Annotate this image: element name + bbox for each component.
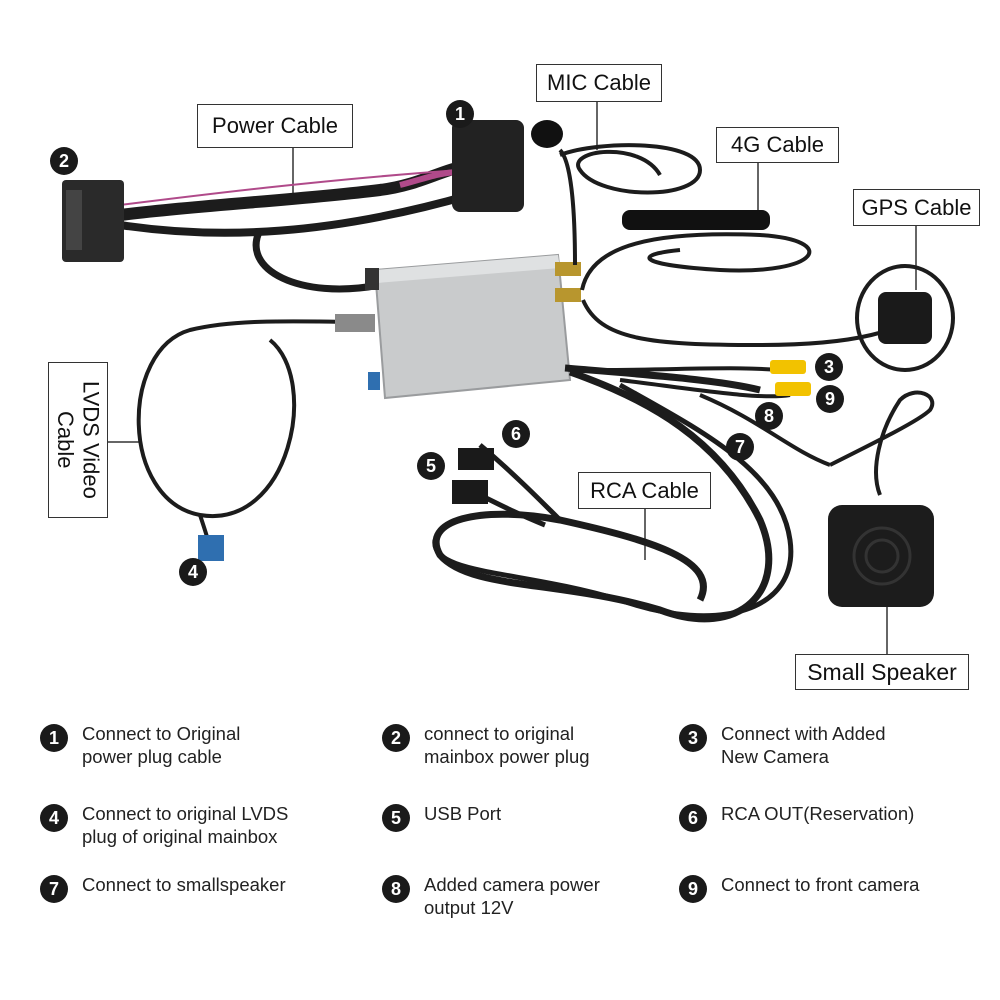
legend-text-3: Connect with Added New Camera <box>721 723 886 767</box>
lvds-cable-drawing <box>136 314 375 561</box>
legend: 1 Connect to Original power plug cable 2… <box>0 700 1000 1000</box>
label-small-speaker: Small Speaker <box>795 654 969 690</box>
legend-text-6: RCA OUT(Reservation) <box>721 803 915 824</box>
marker-5: 5 <box>417 452 445 480</box>
marker-8: 8 <box>755 402 783 430</box>
marker-7: 7 <box>726 433 754 461</box>
legend-item-4: 4 Connect to original LVDS plug of origi… <box>40 802 340 848</box>
marker-9: 9 <box>816 385 844 413</box>
legend-item-5: 5 USB Port <box>382 802 652 832</box>
legend-text-1: Connect to Original power plug cable <box>82 723 241 767</box>
legend-item-8: 8 Added camera power output 12V <box>382 873 652 919</box>
cable-illustration <box>62 101 955 655</box>
legend-text-5: USB Port <box>424 803 502 824</box>
legend-number-4: 4 <box>40 804 68 832</box>
4g-antenna-drawing <box>580 210 812 291</box>
label-mic-cable: MIC Cable <box>536 64 662 102</box>
label-power-cable: Power Cable <box>197 104 353 148</box>
marker-2: 2 <box>50 147 78 175</box>
label-lvds-video-cable: LVDS Video Cable <box>48 362 108 518</box>
legend-number-9: 9 <box>679 875 707 903</box>
main-module <box>365 253 581 400</box>
gps-antenna-drawing <box>581 264 955 372</box>
legend-item-6: 6 RCA OUT(Reservation) <box>679 802 969 832</box>
legend-item-3: 3 Connect with Added New Camera <box>679 722 949 768</box>
speaker-harness-drawing <box>564 360 935 607</box>
power-plug-1 <box>452 120 524 212</box>
mic-cable-drawing <box>531 120 703 266</box>
marker-4: 4 <box>179 558 207 586</box>
legend-number-6: 6 <box>679 804 707 832</box>
legend-text-7: Connect to smallspeaker <box>82 874 286 895</box>
label-gps-cable: GPS Cable <box>853 189 980 226</box>
legend-text-4: Connect to original LVDS plug of origina… <box>82 803 289 847</box>
legend-item-2: 2 connect to original mainbox power plug <box>382 722 652 768</box>
legend-number-8: 8 <box>382 875 410 903</box>
legend-item-1: 1 Connect to Original power plug cable <box>40 722 300 768</box>
marker-6: 6 <box>502 420 530 448</box>
legend-number-7: 7 <box>40 875 68 903</box>
label-4g-cable: 4G Cable <box>716 127 839 163</box>
legend-number-5: 5 <box>382 804 410 832</box>
wiring-diagram: Power Cable MIC Cable 4G Cable GPS Cable… <box>48 64 980 690</box>
legend-number-2: 2 <box>382 724 410 752</box>
marker-3: 3 <box>815 353 843 381</box>
legend-number-1: 1 <box>40 724 68 752</box>
marker-1: 1 <box>446 100 474 128</box>
legend-text-8: Added camera power output 12V <box>424 874 600 918</box>
legend-number-3: 3 <box>679 724 707 752</box>
legend-item-9: 9 Connect to front camera <box>679 873 969 903</box>
leader-lines <box>107 101 917 655</box>
legend-item-7: 7 Connect to smallspeaker <box>40 873 340 903</box>
legend-text-9: Connect to front camera <box>721 874 920 895</box>
legend-text-2: connect to original mainbox power plug <box>424 723 590 767</box>
power-cable-harness <box>62 120 524 293</box>
label-rca-cable: RCA Cable <box>578 472 711 509</box>
